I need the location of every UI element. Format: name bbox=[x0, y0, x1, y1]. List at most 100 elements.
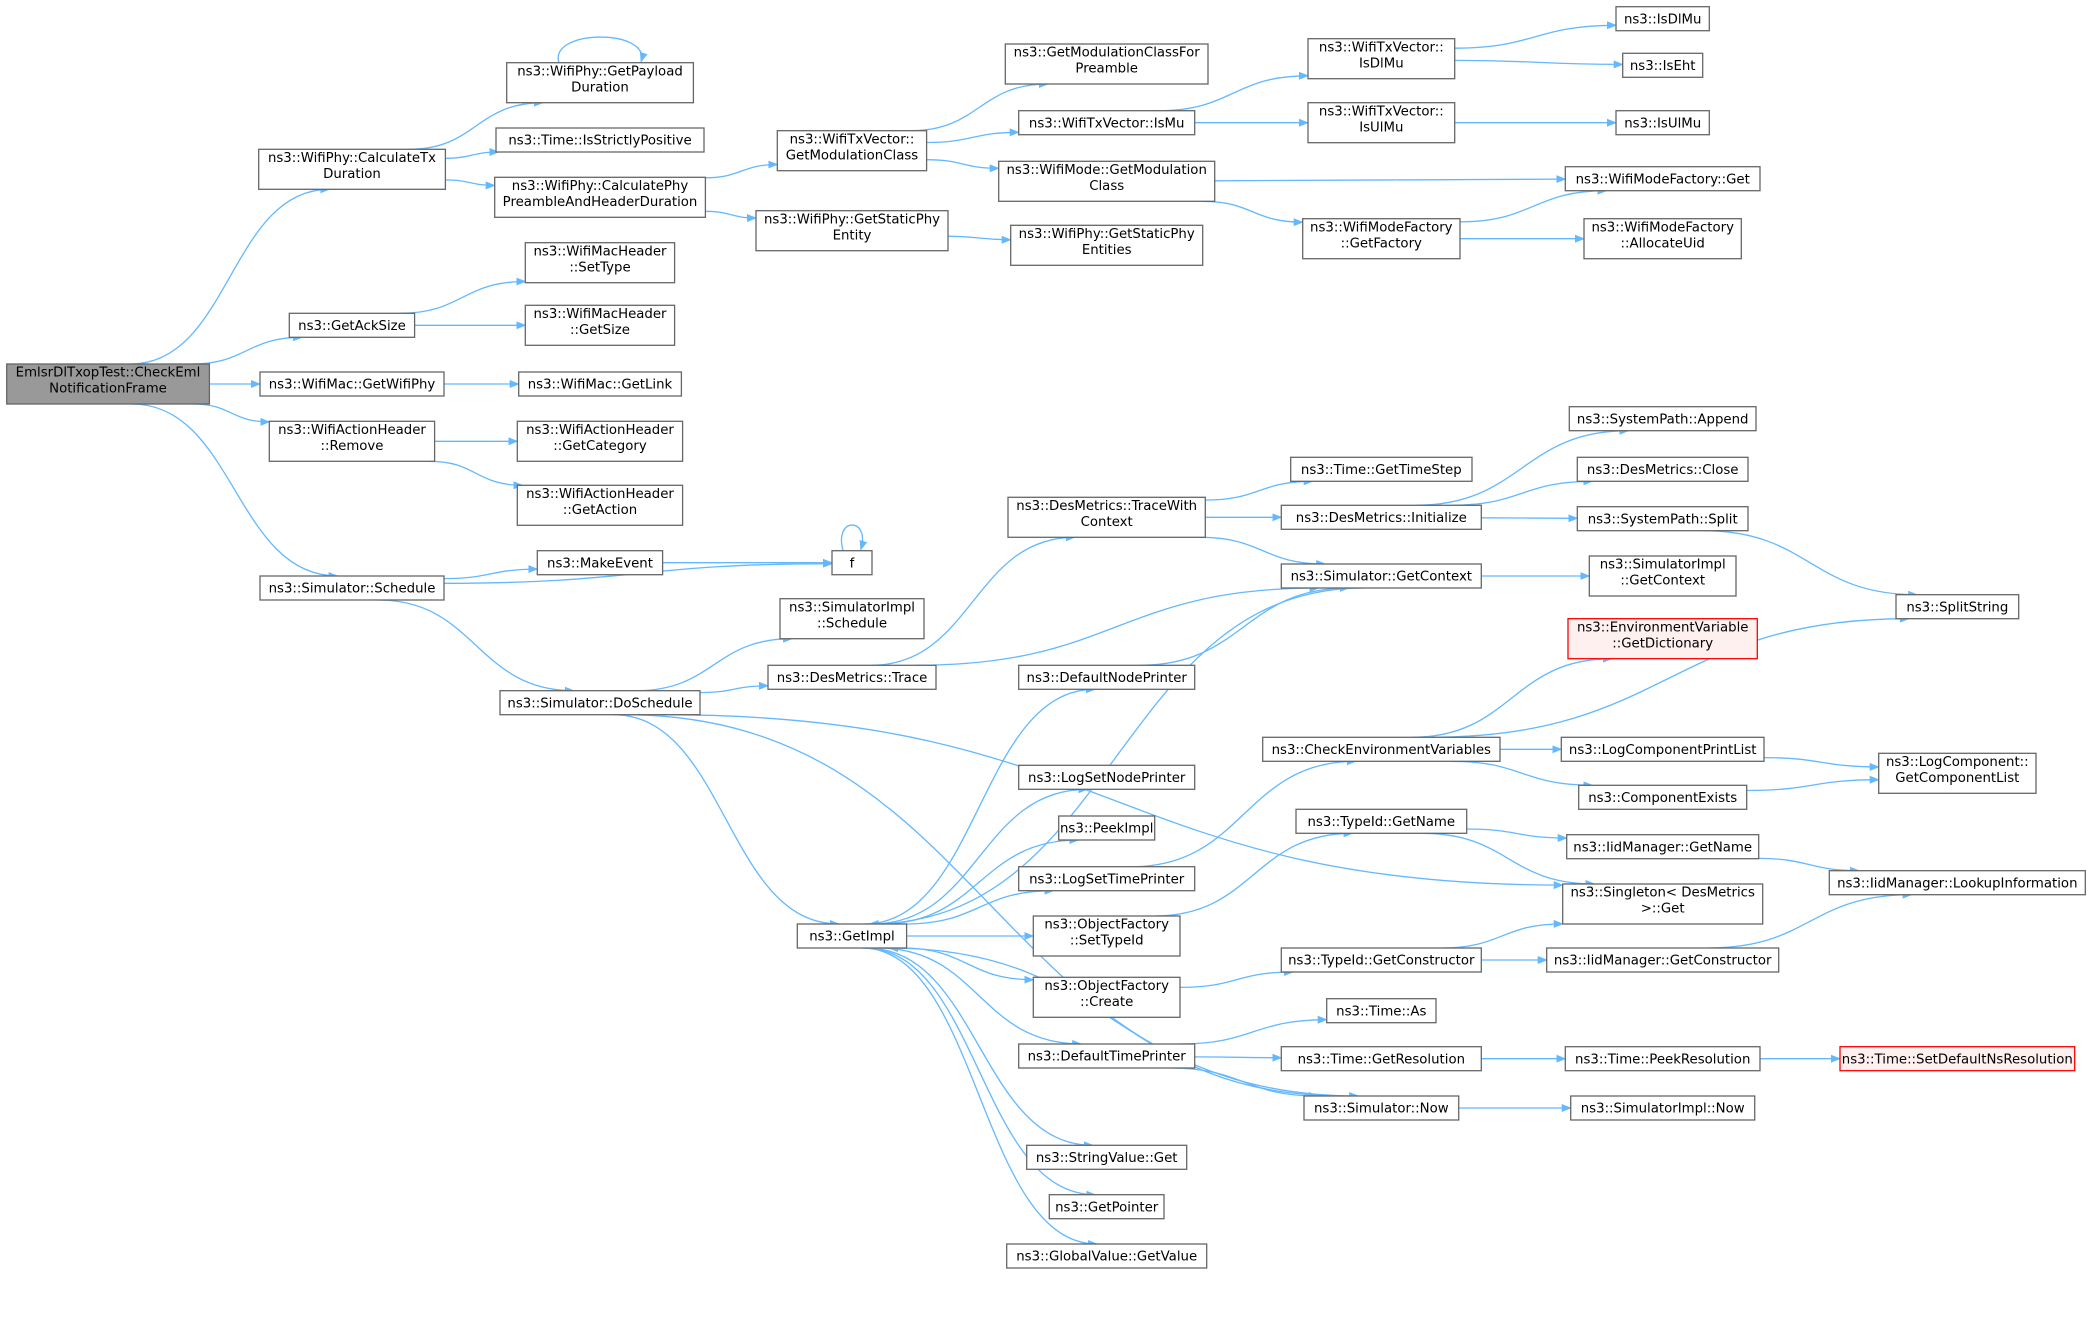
node-getWifiPhy[interactable]: ns3::WifiMac::GetWifiPhy bbox=[259, 371, 445, 397]
node-txIsUlMu[interactable]: ns3::WifiTxVector::IsUlMu bbox=[1307, 102, 1456, 144]
node-ofSetType[interactable]: ns3::ObjectFactory::SetTypeId bbox=[1032, 915, 1181, 957]
node-box bbox=[1568, 406, 1757, 432]
edge-f-to-f bbox=[840, 524, 868, 551]
node-box bbox=[268, 420, 436, 462]
node-simImplSched[interactable]: ns3::SimulatorImpl::Schedule bbox=[779, 598, 925, 640]
node-getFactory[interactable]: ns3::WifiModeFactory::GetFactory bbox=[1302, 218, 1461, 260]
node-isEht[interactable]: ns3::IsEht bbox=[1622, 52, 1704, 78]
node-timeAs[interactable]: ns3::Time::As bbox=[1326, 998, 1437, 1024]
node-getAction[interactable]: ns3::WifiActionHeader::GetAction bbox=[516, 484, 684, 526]
node-simGetCtx[interactable]: ns3::Simulator::GetContext bbox=[1280, 563, 1482, 589]
node-getLink[interactable]: ns3::WifiMac::GetLink bbox=[518, 371, 683, 397]
node-splitString[interactable]: ns3::SplitString bbox=[1895, 594, 2020, 620]
edge bbox=[193, 403, 271, 426]
node-calcPhy[interactable]: ns3::WifiPhy::CalculatePhyPreambleAndHea… bbox=[494, 176, 707, 218]
node-simNow[interactable]: ns3::Simulator::Now bbox=[1303, 1095, 1460, 1121]
node-actRemove[interactable]: ns3::WifiActionHeader::Remove bbox=[268, 420, 436, 462]
node-box bbox=[1878, 752, 2037, 794]
node-strGet[interactable]: ns3::StringValue::Get bbox=[1026, 1144, 1188, 1170]
edge-spSplit-to-splitString bbox=[1702, 530, 1919, 599]
edge bbox=[445, 148, 500, 159]
node-ofCreate[interactable]: ns3::ObjectFactory::Create bbox=[1032, 976, 1181, 1018]
node-getCategory[interactable]: ns3::WifiActionHeader::GetCategory bbox=[516, 420, 684, 462]
node-label: ns3::DefaultNodePrinter bbox=[1027, 671, 1188, 686]
node-peekImpl[interactable]: ns3::PeekImpl bbox=[1058, 815, 1156, 841]
node-tidGetCtor[interactable]: ns3::TypeId::GetConstructor bbox=[1280, 947, 1482, 973]
node-schedule[interactable]: ns3::Simulator::Schedule bbox=[259, 575, 445, 601]
edge-root-to-schedule bbox=[131, 403, 339, 580]
node-desInit[interactable]: ns3::DesMetrics::Initialize bbox=[1280, 504, 1482, 530]
node-isUlMu[interactable]: ns3::IsUlMu bbox=[1615, 110, 1710, 136]
node-checkEnv[interactable]: ns3::CheckEnvironmentVariables bbox=[1262, 736, 1501, 762]
node-gvGet[interactable]: ns3::GlobalValue::GetValue bbox=[1006, 1243, 1208, 1269]
node-allocUid[interactable]: ns3::WifiModeFactory::AllocateUid bbox=[1583, 218, 1742, 260]
edge bbox=[926, 159, 1000, 173]
node-logSetTime[interactable]: ns3::LogSetTimePrinter bbox=[1018, 866, 1196, 892]
node-desClose[interactable]: ns3::DesMetrics::Close bbox=[1576, 456, 1749, 482]
node-compExists[interactable]: ns3::ComponentExists bbox=[1578, 784, 1748, 810]
node-getAck[interactable]: ns3::GetAckSize bbox=[288, 312, 416, 338]
node-defNode[interactable]: ns3::DefaultNodePrinter bbox=[1018, 664, 1196, 690]
edge-simGetCtx-to-getImpl bbox=[868, 587, 1364, 928]
node-label: ns3::Simulator::DoSchedule bbox=[507, 696, 692, 711]
node-mfGet[interactable]: ns3::WifiModeFactory::Get bbox=[1564, 166, 1761, 192]
node-f[interactable]: f bbox=[831, 550, 873, 576]
node-txGetMod[interactable]: ns3::WifiTxVector::GetModulationClass bbox=[776, 130, 928, 172]
node-label: ns3::WifiMac::GetLink bbox=[528, 378, 673, 393]
edge-getPayload-to-getPayload bbox=[557, 36, 648, 63]
node-tidGetName[interactable]: ns3::TypeId::GetName bbox=[1295, 808, 1468, 834]
node-makeEvent[interactable]: ns3::MakeEvent bbox=[536, 550, 664, 576]
node-iidGetName[interactable]: ns3::IidManager::GetName bbox=[1566, 834, 1760, 860]
edge bbox=[705, 210, 757, 222]
node-getImpl[interactable]: ns3::GetImpl bbox=[796, 923, 908, 949]
node-box bbox=[1895, 594, 2020, 620]
node-txIsMu[interactable]: ns3::WifiTxVector::IsMu bbox=[1018, 110, 1196, 136]
node-label: NotificationFrame bbox=[49, 382, 167, 397]
node-box bbox=[1302, 218, 1461, 260]
node-box bbox=[796, 923, 908, 949]
edge-calcPhy-to-getStatic bbox=[705, 210, 757, 222]
node-timeGetRes[interactable]: ns3::Time::GetResolution bbox=[1280, 1046, 1482, 1072]
node-root[interactable]: EmlsrDlTxopTest::CheckEmlNotificationFra… bbox=[6, 363, 211, 405]
node-desTrace[interactable]: ns3::DesMetrics::Trace bbox=[767, 664, 937, 690]
node-setType[interactable]: ns3::WifiMacHeader::SetType bbox=[524, 242, 676, 284]
node-defTime[interactable]: ns3::DefaultTimePrinter bbox=[1018, 1043, 1196, 1069]
node-label: ns3::Simulator::Now bbox=[1314, 1102, 1449, 1117]
node-label: ::GetFactory bbox=[1341, 236, 1422, 251]
edge bbox=[1194, 1053, 1283, 1062]
edge bbox=[705, 160, 779, 179]
node-strictPos[interactable]: ns3::Time::IsStrictlyPositive bbox=[495, 127, 705, 153]
node-simImplCtx[interactable]: ns3::SimulatorImpl::GetContext bbox=[1588, 555, 1737, 597]
node-logCompList[interactable]: ns3::LogComponent::GetComponentList bbox=[1878, 752, 2037, 794]
edge-defNode-to-simGetCtx bbox=[1139, 584, 1350, 666]
node-doSchedule[interactable]: ns3::Simulator::DoSchedule bbox=[499, 690, 701, 716]
node-spAppend[interactable]: ns3::SystemPath::Append bbox=[1568, 406, 1757, 432]
node-peekRes[interactable]: ns3::Time::PeekResolution bbox=[1564, 1046, 1761, 1072]
node-iidLookup[interactable]: ns3::IidManager::LookupInformation bbox=[1828, 870, 2086, 896]
node-label: ns3::SystemPath::Split bbox=[1588, 512, 1738, 527]
node-logPrintList[interactable]: ns3::LogComponentPrintList bbox=[1560, 736, 1765, 762]
node-simImplNow[interactable]: ns3::SimulatorImpl::Now bbox=[1570, 1095, 1756, 1121]
node-getPtr[interactable]: ns3::GetPointer bbox=[1048, 1194, 1165, 1220]
node-singleton[interactable]: ns3::Singleton< DesMetrics>::Get bbox=[1562, 883, 1764, 925]
node-label: ns3::WifiActionHeader bbox=[278, 423, 426, 438]
node-logSetNode[interactable]: ns3::LogSetNodePrinter bbox=[1018, 764, 1196, 790]
node-getSize[interactable]: ns3::WifiMacHeader::GetSize bbox=[524, 304, 676, 346]
node-spSplit[interactable]: ns3::SystemPath::Split bbox=[1576, 506, 1749, 532]
edge-txIsDlMu-to-isDlMu bbox=[1454, 21, 1617, 49]
node-modeGetMod[interactable]: ns3::WifiMode::GetModulationClass bbox=[998, 160, 1216, 202]
node-txIsDlMu[interactable]: ns3::WifiTxVector::IsDlMu bbox=[1307, 38, 1456, 80]
node-envDict[interactable]: ns3::EnvironmentVariable::GetDictionary bbox=[1567, 618, 1758, 660]
node-label: ns3::DesMetrics::Close bbox=[1587, 463, 1739, 478]
node-isDlMu[interactable]: ns3::IsDlMu bbox=[1615, 6, 1710, 32]
node-timeStep[interactable]: ns3::Time::GetTimeStep bbox=[1290, 456, 1473, 482]
node-iidGetCtor[interactable]: ns3::IidManager::GetConstructor bbox=[1546, 947, 1780, 973]
node-setDefNs[interactable]: ns3::Time::SetDefaultNsResolution bbox=[1839, 1046, 2076, 1072]
edge bbox=[1179, 1015, 1328, 1045]
